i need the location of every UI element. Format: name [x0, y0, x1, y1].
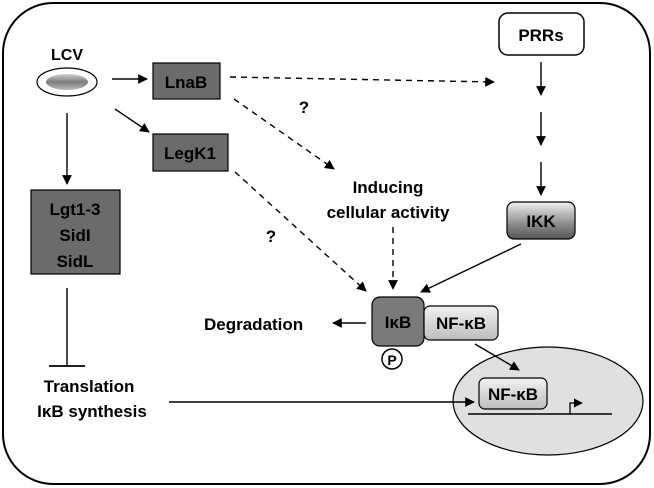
- prrs-box: [498, 12, 585, 56]
- lgt-sid-box: [30, 189, 121, 275]
- lgt-label: Lgt1-3: [50, 200, 101, 219]
- sidl-label: SidL: [57, 252, 94, 271]
- question-mark-lnab: ?: [299, 98, 309, 117]
- translation-label: Translation: [44, 377, 135, 396]
- ikb-label: IκB: [385, 313, 411, 332]
- nucleus: [452, 346, 644, 456]
- sidi-label: SidI: [59, 226, 90, 245]
- dashed-arrow-lnab-to-inducing: [233, 98, 335, 170]
- lcv-vacuole-inner: [46, 74, 88, 90]
- ikk-box: [506, 201, 576, 240]
- legk1-label: LegK1: [164, 144, 216, 163]
- transcription-start-arrow: [569, 398, 583, 414]
- inducing-label-line2: cellular activity: [327, 203, 450, 222]
- question-mark-legk1: ?: [266, 227, 276, 246]
- lcv-label: LCV: [51, 47, 83, 64]
- inducing-label-line1: Inducing: [353, 178, 424, 197]
- prrs-label: PRRs: [518, 26, 563, 45]
- arrow-lcv-to-legk1: [114, 108, 150, 133]
- dashed-arrow-lnab-to-prrs-pathway: [229, 76, 495, 87]
- phosphate-label: P: [387, 352, 396, 368]
- arrow-ikk-to-ikb: [420, 243, 522, 293]
- nfkb-box: [423, 305, 499, 341]
- nfkb-nucleus-box: [478, 377, 548, 410]
- lnab-box: [152, 62, 221, 100]
- nfkb-label: NF-κB: [436, 314, 486, 333]
- lnab-label: LnaB: [165, 73, 208, 92]
- ikb-synthesis-label: IκB synthesis: [37, 402, 147, 421]
- arrow-nfkb-to-nucleus: [474, 343, 520, 371]
- nfkb-nucleus-label: NF-κB: [488, 385, 538, 404]
- ikk-label: IKK: [526, 212, 556, 231]
- degradation-label: Degradation: [204, 315, 303, 334]
- phosphate-circle: [381, 348, 403, 370]
- legk1-box: [152, 133, 229, 172]
- dashed-arrow-legk1-to-ikb: [234, 171, 367, 292]
